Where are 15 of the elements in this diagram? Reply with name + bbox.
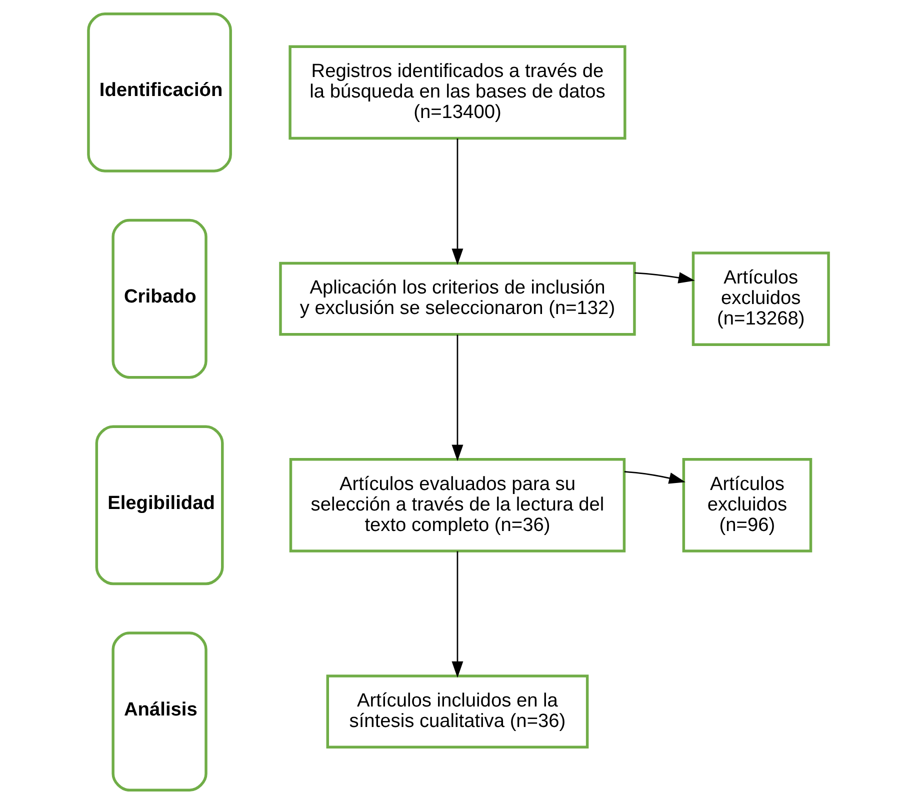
node-box: Elegibilidad [94, 425, 224, 586]
node-box: Identificación [86, 12, 232, 172]
node-box: Artículos evaluados para su selección a través de la lectura del texto completo (n=36) [288, 458, 626, 552]
node-box: Artículos incluidos en la síntesis cualitativa (n=36) [326, 674, 588, 748]
arrow [624, 470, 685, 484]
node-box: Cribado [111, 218, 207, 379]
arrow [451, 334, 463, 462]
node-box: Aplicación los criterios de inclusión y exclusión se seleccionaron (n=132) [278, 262, 636, 336]
node-box: Registros identificados a través de la búsqueda en las bases de datos (n=13400) [288, 45, 626, 140]
arrow [451, 138, 463, 266]
arrow [634, 272, 694, 284]
node-box: Análisis [111, 632, 207, 792]
arrow [451, 551, 463, 678]
node-box: Artículos excluidos (n=13268) [691, 252, 830, 346]
node-box: Artículos excluidos (n=96) [682, 458, 812, 552]
